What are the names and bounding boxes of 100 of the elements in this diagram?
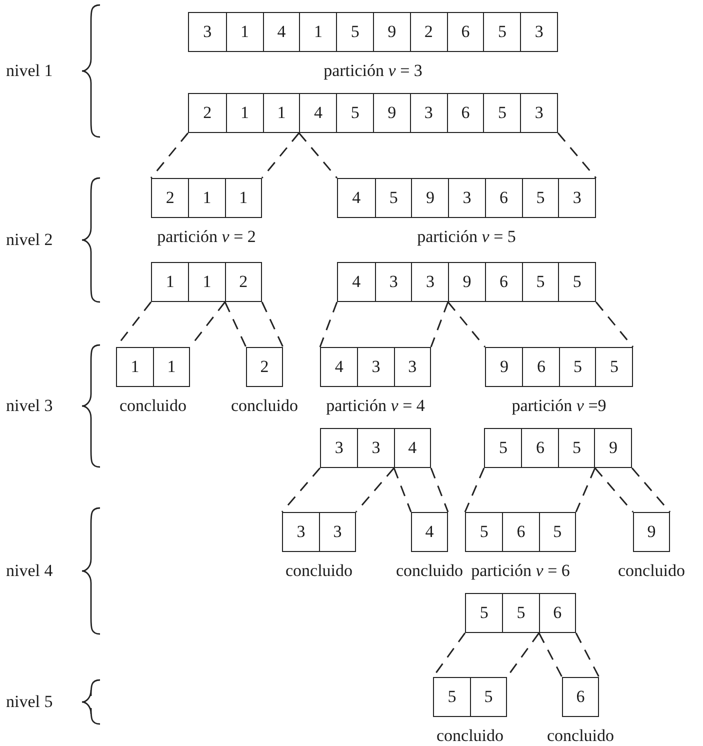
array-entry: 1 — [188, 263, 225, 301]
status-label: partición v = 5 — [417, 227, 516, 247]
dashed-line — [575, 632, 600, 678]
array-entry: 2 — [410, 13, 447, 51]
array-entry: 3 — [520, 94, 557, 132]
level-label: nivel 2 — [6, 230, 53, 250]
status-label: concluido — [546, 726, 614, 746]
array-entry: 3 — [357, 348, 394, 386]
array-entry: 1 — [188, 179, 225, 217]
array-entry: 5 — [483, 13, 520, 51]
array-entry: 9 — [646, 521, 657, 543]
dashed-line — [538, 632, 563, 678]
number-array — [433, 677, 507, 717]
number-array — [151, 262, 262, 302]
array-entry: 5 — [558, 263, 596, 301]
array-entry: 5 — [336, 94, 373, 132]
number-array — [320, 347, 431, 387]
dashed-line — [319, 302, 338, 348]
array-entry: 1 — [164, 271, 176, 293]
array-entry: 9 — [594, 429, 631, 467]
array-entry: 6 — [446, 94, 484, 132]
array-entry: 9 — [372, 13, 410, 51]
array-entry: 3 — [411, 263, 448, 301]
number-array — [484, 428, 632, 468]
array-entry: 5 — [558, 348, 596, 386]
status-label: concluido — [285, 561, 353, 581]
array-entry: 1 — [130, 356, 140, 378]
level-label: nivel 3 — [6, 396, 53, 416]
dashed-line — [464, 468, 485, 512]
array-entry: 6 — [538, 594, 576, 632]
status-label: partición v = 4 — [326, 396, 425, 416]
dashed-line — [261, 132, 300, 178]
array-entry: 3 — [374, 263, 412, 301]
array-entry: 5 — [478, 521, 490, 543]
array-entry: 5 — [558, 429, 594, 467]
array-entry: 4 — [351, 187, 362, 209]
array-entry: 3 — [357, 429, 394, 467]
number-array — [188, 93, 558, 133]
array-entry: 2 — [202, 102, 213, 124]
number-array — [337, 178, 596, 218]
status-label: partición v =9 — [512, 396, 606, 416]
array-entry: 3 — [558, 179, 596, 217]
array-entry: 6 — [575, 686, 586, 708]
array-entry: 6 — [484, 263, 522, 301]
number-array — [188, 12, 558, 52]
array-entry: 1 — [262, 94, 300, 132]
dashed-line — [393, 468, 412, 512]
array-entry: 3 — [318, 513, 355, 551]
array-entry: 4 — [424, 521, 435, 543]
array-entry: 9 — [498, 356, 510, 378]
status-label: concluido — [396, 561, 464, 581]
array-entry: 3 — [296, 521, 306, 543]
array-entry: 3 — [520, 13, 557, 51]
array-entry: 5 — [478, 602, 490, 624]
array-entry: 1 — [299, 13, 336, 51]
array-entry: 3 — [334, 437, 344, 459]
array-entry: 4 — [299, 94, 336, 132]
array-entry: 5 — [336, 13, 373, 51]
number-array — [320, 428, 431, 468]
number-array — [485, 347, 633, 387]
array-entry: 3 — [448, 179, 485, 217]
dashed-line — [595, 302, 634, 348]
array-entry: 1 — [226, 94, 263, 132]
array-entry: 9 — [448, 263, 485, 301]
status-label: partición v = 6 — [471, 561, 570, 581]
dashed-line — [575, 468, 596, 512]
number-array — [282, 512, 356, 552]
dashed-line — [430, 302, 449, 348]
status-label: concluido — [230, 396, 298, 416]
array-entry: 2 — [224, 263, 262, 301]
number-array — [633, 512, 670, 552]
array-entry: 5 — [522, 179, 558, 217]
level-label: nivel 4 — [6, 561, 53, 581]
dashed-line — [631, 468, 671, 512]
dashed-line — [150, 132, 189, 178]
array-entry: 4 — [394, 429, 430, 467]
status-label: partición v = 3 — [324, 61, 422, 81]
array-entry: 6 — [484, 179, 522, 217]
number-array — [337, 262, 596, 302]
level-label: nivel 5 — [6, 692, 53, 712]
dashed-line — [430, 468, 449, 512]
array-entry: 4 — [351, 271, 362, 293]
number-array — [562, 677, 599, 717]
array-entry: 5 — [470, 678, 506, 716]
array-entry: 3 — [202, 21, 213, 43]
status-label: concluido — [436, 726, 504, 746]
array-entry: 9 — [411, 179, 448, 217]
dashed-line — [355, 468, 395, 512]
array-entry: 5 — [522, 263, 558, 301]
status-label: concluido — [119, 396, 187, 416]
array-entry: 1 — [226, 13, 263, 51]
number-array — [411, 512, 448, 552]
array-entry: 5 — [502, 594, 539, 632]
status-label: partición v = 2 — [157, 227, 256, 247]
number-array — [465, 512, 576, 552]
number-array — [246, 347, 283, 387]
status-label: concluido — [618, 561, 686, 581]
array-entry: 5 — [483, 94, 520, 132]
dashed-line — [298, 132, 338, 178]
array-entry: 9 — [372, 94, 410, 132]
